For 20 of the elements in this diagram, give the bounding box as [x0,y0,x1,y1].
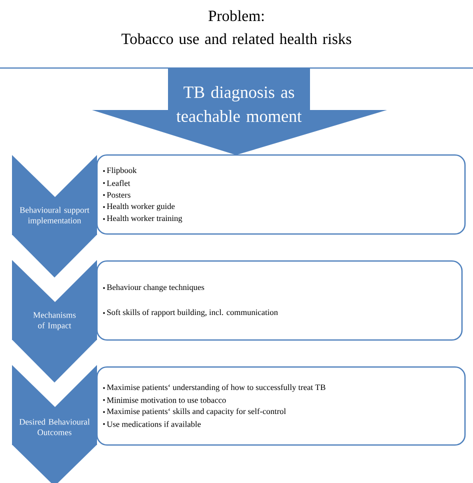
bullet-item: Flipbook [103,167,137,175]
bullet-item: Posters [103,192,130,198]
bullet-item: Maximise patients‘ understanding of how to successfully treat TB [103,384,326,392]
chevron-step: Behavioural support implementation [12,155,97,235]
chevron-tip [12,234,98,278]
bullet-item: Behaviour change techniques [103,284,204,292]
title: Problem: Tobacco use and related health risks [122,10,352,44]
node-label: Behavioural support implementation [20,206,90,226]
bullet-item: Use medications if available [103,421,201,427]
node-label: Desired Behavioural Outcomes [19,418,90,436]
bullet-item: Leaflet [103,180,130,186]
bullet-item: Soft skills of rapport building, incl. communication [103,309,278,317]
chevron-step: Mechanisms of Impact [12,260,97,340]
bullet-item: Health worker guide [103,203,175,211]
chevron-tip [12,444,98,483]
node-label: Mechanisms of Impact [33,312,76,330]
bullet-item: Maximise patients‘ skills and capacity for self-control [103,408,286,416]
bullet-item: Health worker training [103,215,182,223]
chevron-tip [12,339,98,382]
bullet-item: Minimise motivation to use tobacco [103,397,226,403]
